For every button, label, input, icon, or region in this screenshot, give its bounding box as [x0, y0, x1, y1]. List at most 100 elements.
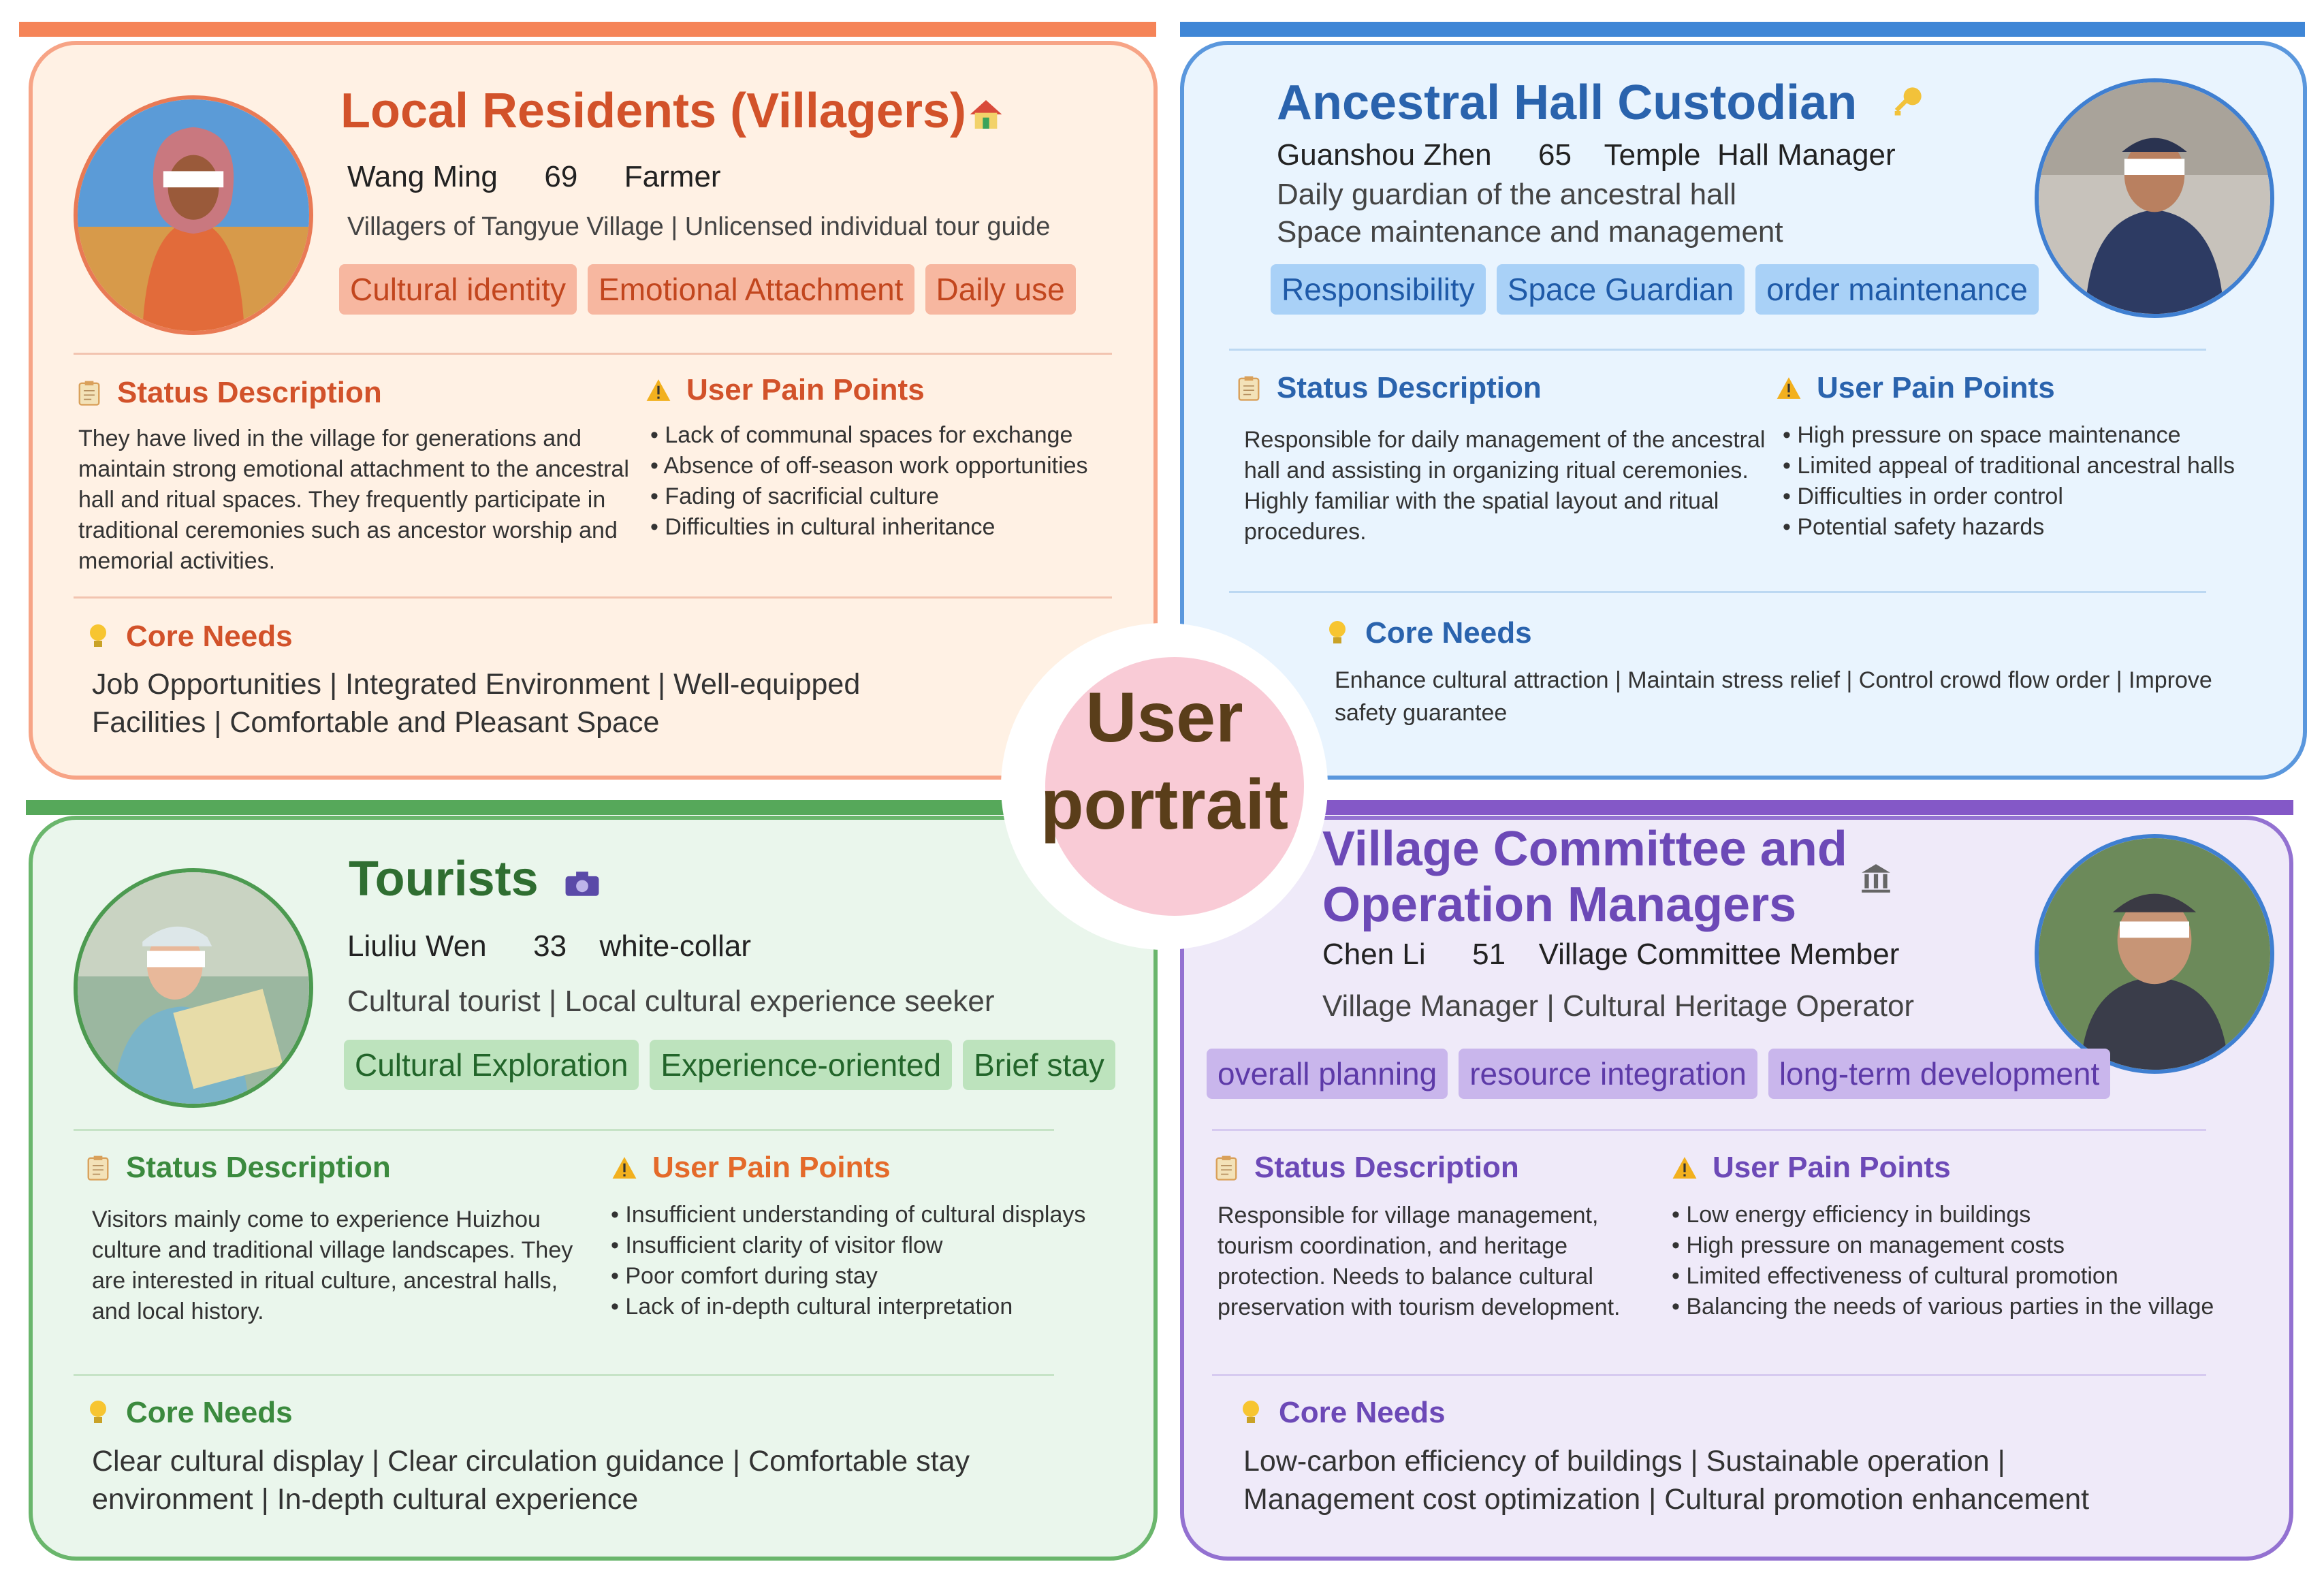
pain-point: Poor comfort during stay: [611, 1261, 1085, 1292]
custodian-person-line: Guanshou Zhen 65 Temple Hall Manager: [1277, 138, 1896, 172]
key-icon: [1886, 82, 1927, 123]
residents-tags: Cultural identity Emotional Attachment D…: [339, 264, 1076, 315]
warning-icon: [1776, 373, 1802, 403]
pain-point: Absence of off-season work opportunities: [650, 451, 1087, 481]
committee-pain-heading: User Pain Points: [1672, 1151, 1951, 1185]
custodian-divider-2: [1229, 591, 2206, 593]
custodian-divider-1: [1229, 349, 2206, 351]
tourists-title: Tourists: [349, 852, 539, 906]
pain-point: Difficulties in cultural inheritance: [650, 512, 1088, 543]
committee-role: Village Manager | Cultural Heritage Oper…: [1322, 989, 1915, 1023]
custodian-title: Ancestral Hall Custodian: [1277, 76, 1858, 130]
residents-avatar: [74, 95, 313, 335]
committee-divider-1: [1212, 1129, 2206, 1131]
residents-role: Villagers of Tangyue Village | Unlicense…: [347, 212, 1051, 241]
lightbulb-icon: [85, 622, 111, 652]
pain-point: Insufficient clarity of visitor flow: [611, 1230, 1085, 1261]
custodian-status-text: Responsible for daily management of the …: [1244, 427, 1766, 545]
custodian-top-bar: [1180, 22, 2305, 37]
lightbulb-icon: [1238, 1398, 1264, 1428]
tourists-divider-2: [74, 1374, 1054, 1376]
person-age: 69: [544, 160, 578, 193]
pain-point: Lack of in-depth cultural interpretation: [611, 1292, 1085, 1322]
custodian-pain-list: High pressure on space maintenance Limit…: [1783, 420, 2235, 543]
committee-pain-list: Low energy efficiency in buildings High …: [1672, 1200, 2214, 1322]
tag: Cultural identity: [339, 264, 577, 315]
person-occupation: Village Committee Member: [1538, 938, 1900, 971]
institution-icon: [1856, 858, 1896, 899]
committee-title: Village Committee and Operation Managers: [1322, 822, 1847, 932]
pain-point: Limited effectiveness of cultural promot…: [1672, 1261, 2214, 1292]
residents-divider-2: [74, 596, 1112, 599]
lightbulb-icon: [85, 1398, 111, 1428]
pain-point: Insufficient understanding of cultural d…: [611, 1200, 1085, 1230]
custodian-pain-heading: User Pain Points: [1776, 371, 2055, 405]
custodian-needs-heading: Core Needs: [1324, 616, 1532, 650]
person-occupation: white-collar: [599, 929, 752, 963]
tag: resource integration: [1459, 1049, 1757, 1099]
center-label-line-1: User: [1085, 678, 1243, 757]
tag: Experience-oriented: [650, 1040, 953, 1090]
lightbulb-icon: [1324, 618, 1350, 648]
tourists-status-heading: Status Description: [85, 1151, 391, 1185]
warning-icon: [1672, 1153, 1698, 1183]
tag: long-term development: [1768, 1049, 2111, 1099]
tourists-status-text: Visitors mainly come to experience Huizh…: [92, 1207, 573, 1324]
tourists-top-bar: [26, 800, 1136, 815]
custodian-card: [1180, 41, 2307, 780]
person-name: Liuliu Wen: [347, 929, 487, 963]
center-label-line-2: portrait: [1040, 765, 1288, 844]
residents-person-line: Wang Ming 69 Farmer: [347, 160, 721, 194]
tag: Responsibility: [1271, 264, 1486, 315]
person-age: 33: [533, 929, 567, 963]
camera-icon: [562, 863, 603, 904]
tourists-needs-heading: Core Needs: [85, 1396, 293, 1430]
committee-tags: overall planning resource integration lo…: [1207, 1049, 2111, 1099]
residents-needs-text: Job Opportunities | Integrated Environme…: [92, 668, 861, 739]
pain-point: Limited appeal of traditional ancestral …: [1783, 451, 2235, 481]
clipboard-icon: [1213, 1153, 1239, 1183]
committee-avatar: [2035, 834, 2274, 1074]
committee-person-line: Chen Li 51 Village Committee Member: [1322, 938, 1899, 972]
pain-point: Lack of communal spaces for exchange: [650, 420, 1088, 451]
residents-status-heading: Status Description: [76, 376, 382, 410]
committee-status-heading: Status Description: [1213, 1151, 1519, 1185]
clipboard-icon: [76, 378, 102, 408]
tag: order maintenance: [1755, 264, 2039, 315]
pain-point: Potential safety hazards: [1783, 512, 2235, 543]
committee-needs-heading: Core Needs: [1238, 1396, 1446, 1430]
person-occupation: Temple Hall Manager: [1604, 138, 1896, 172]
tag: overall planning: [1207, 1049, 1448, 1099]
pain-point: Balancing the needs of various parties i…: [1672, 1292, 2214, 1322]
tourists-tags: Cultural Exploration Experience-oriented…: [344, 1040, 1115, 1090]
person-name: Wang Ming: [347, 160, 498, 193]
tourists-needs-text: Clear cultural display | Clear circulati…: [92, 1445, 970, 1516]
person-age: 51: [1472, 938, 1506, 971]
committee-top-bar: [1180, 800, 2293, 815]
person-occupation: Farmer: [624, 160, 721, 193]
committee-status-text: Responsible for village management, tour…: [1217, 1202, 1621, 1320]
pain-point: High pressure on space maintenance: [1783, 420, 2235, 451]
person-age: 65: [1538, 138, 1572, 172]
person-name: Chen Li: [1322, 938, 1426, 971]
tourists-avatar: [74, 868, 313, 1108]
residents-title: Local Residents (Villagers): [340, 84, 966, 138]
pain-point: Difficulties in order control: [1783, 481, 2235, 512]
tag: Space Guardian: [1496, 264, 1745, 315]
tag: Daily use: [925, 264, 1076, 315]
house-icon: [966, 94, 1006, 135]
committee-needs-text: Low-carbon efficiency of buildings | Sus…: [1243, 1445, 2090, 1516]
tourists-pain-heading: User Pain Points: [611, 1151, 891, 1185]
tourists-pain-list: Insufficient understanding of cultural d…: [611, 1200, 1085, 1322]
center-circle: [1045, 657, 1304, 916]
center-label: User portrait: [1001, 674, 1328, 848]
tag: Brief stay: [963, 1040, 1115, 1090]
clipboard-icon: [85, 1153, 111, 1183]
residents-needs-heading: Core Needs: [85, 620, 293, 654]
tourists-person-line: Liuliu Wen 33 white-collar: [347, 929, 751, 963]
residents-pain-heading: User Pain Points: [646, 373, 925, 407]
pain-point: Low energy efficiency in buildings: [1672, 1200, 2214, 1230]
custodian-needs-text: Enhance cultural attraction | Maintain s…: [1335, 667, 2212, 726]
warning-icon: [611, 1153, 637, 1183]
person-name: Guanshou Zhen: [1277, 138, 1492, 172]
